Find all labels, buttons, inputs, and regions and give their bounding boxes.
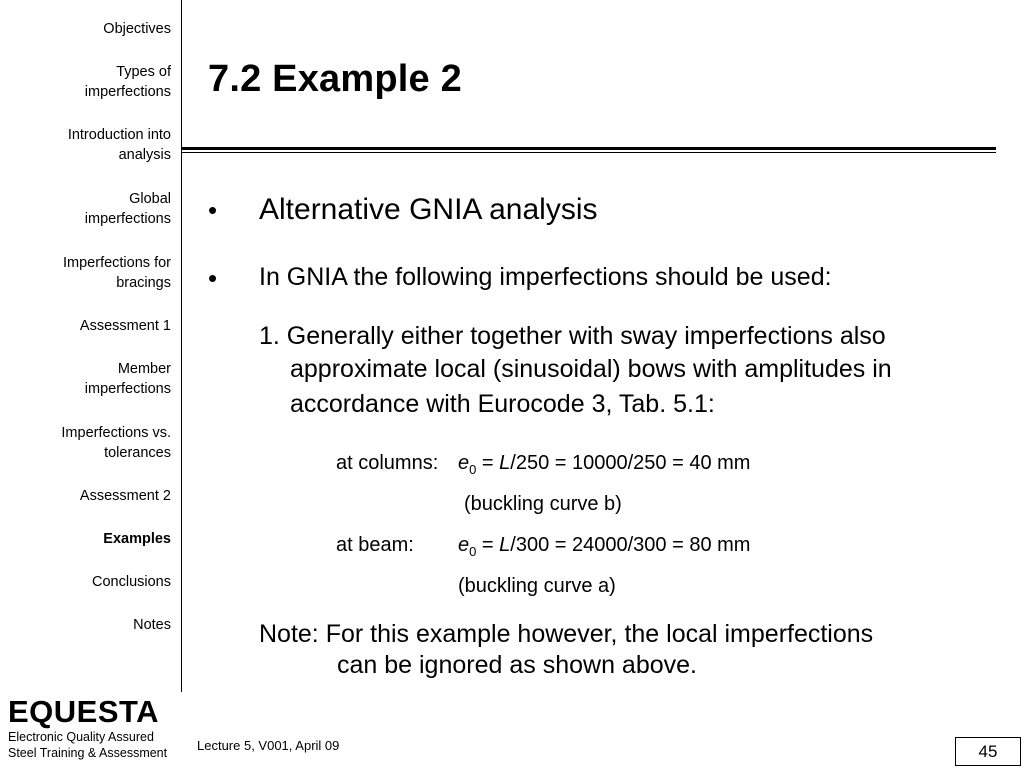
sidebar-item-notes[interactable]: Notes [133, 617, 171, 633]
sidebar-item-objectives[interactable]: Objectives [103, 21, 171, 37]
sidebar-item-assessment-2[interactable]: Assessment 2 [79, 488, 171, 504]
list-item-1-line-2: approximate local (sinusoidal) bows with… [290, 355, 892, 383]
list-item-1-line-1: 1. Generally either together with sway i… [259, 322, 886, 350]
note-line-1: Note: For this example however, the loca… [259, 620, 874, 648]
bullet-marker: • [208, 195, 218, 225]
page-number: 45 [955, 737, 1021, 766]
title-divider-thin [181, 152, 996, 153]
list-item-1-line-3: accordance with Eurocode 3, Tab. 5.1: [290, 390, 715, 418]
logo-wordmark: EQUESTA [8, 694, 160, 729]
columns-label: at columns: [336, 452, 439, 474]
note-line-2: can be ignored as shown above. [337, 651, 697, 679]
sidebar-item-examples[interactable]: Examples [103, 531, 171, 547]
beam-buckling-curve: (buckling curve a) [458, 575, 616, 597]
title-divider-thick [181, 147, 996, 150]
footer-lecture-info: Lecture 5, V001, April 09 [197, 738, 340, 753]
bullet-alternative-gnia: Alternative GNIA analysis [259, 193, 598, 226]
columns-buckling-curve: (buckling curve b) [464, 493, 622, 515]
sidebar-item-conclusions[interactable]: Conclusions [92, 574, 171, 590]
sidebar-item-assessment-1[interactable]: Assessment 1 [79, 318, 171, 334]
sidebar-item-imperfections-vs-tolerances[interactable]: Imperfections vs.tolerances [61, 425, 171, 461]
beam-formula: e0 = L/300 = 24000/300 = 80 mm [458, 534, 751, 559]
logo-tagline-1: Electronic Quality Assured [8, 730, 154, 744]
logo-tagline-2: Steel Training & Assessment [8, 746, 168, 760]
beam-label: at beam: [336, 534, 414, 556]
columns-formula: e0 = L/250 = 10000/250 = 40 mm [458, 452, 751, 477]
slide-title: 7.2 Example 2 [208, 58, 462, 100]
bullet-gnia-imperfections: In GNIA the following imperfections shou… [259, 263, 832, 291]
equesta-logo: EQUESTA Electronic Quality Assured Steel… [8, 695, 178, 761]
bullet-marker: • [208, 263, 218, 293]
